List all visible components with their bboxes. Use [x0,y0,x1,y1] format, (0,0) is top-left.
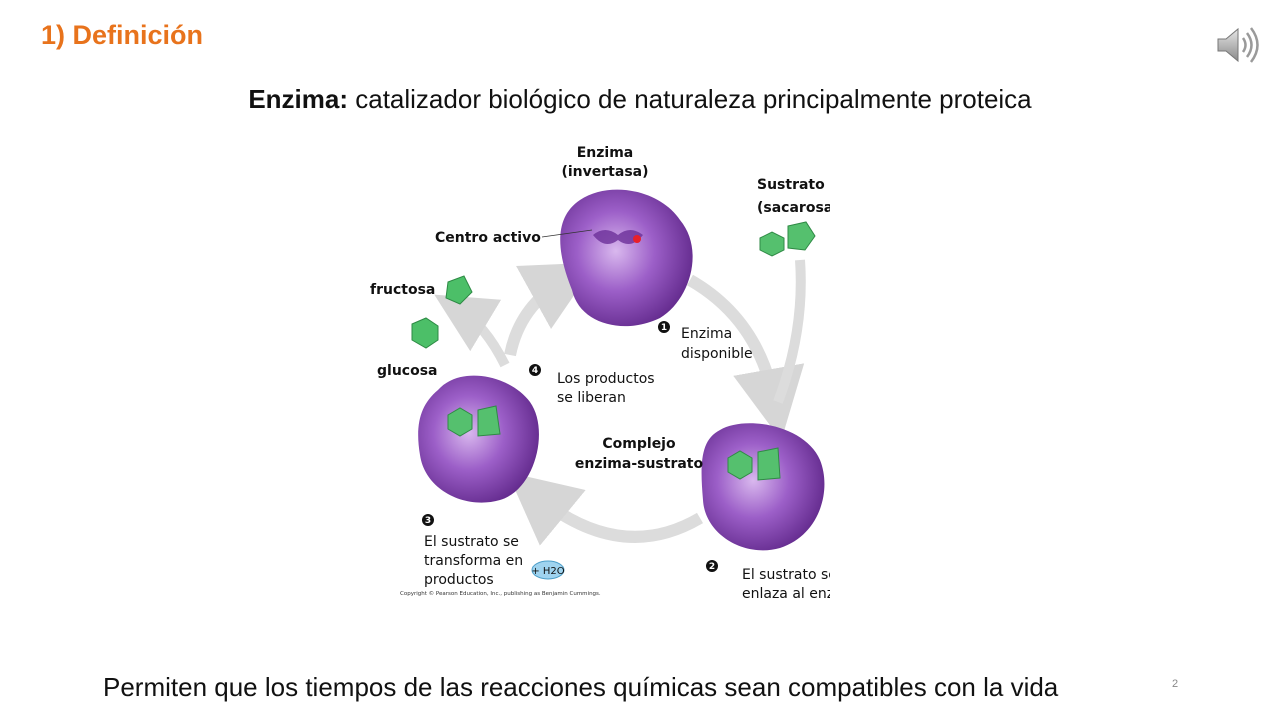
step3-text-1: El sustrato se [424,534,519,550]
enzyme-substrate-complex [701,423,825,551]
fructose-label: fructosa [370,282,435,298]
step4-text-1: Los productos [557,371,655,387]
active-site-label: Centro activo [435,230,541,246]
step2-number: 2 [709,562,715,572]
step3-number: 3 [425,516,431,526]
page-number: 2 [1172,678,1179,690]
definition: Enzima: catalizador biológico de natural… [0,84,1280,115]
arrow-substrate-down [773,259,806,404]
arrow-release-to-enzyme [504,262,597,357]
arrow-products-out [434,294,510,368]
step2-text-1: El sustrato se [742,567,830,583]
complex-label-2: enzima-sustrato [575,456,704,472]
definition-text: catalizador biológico de naturaleza prin… [348,84,1032,114]
step1-number: 1 [661,323,667,333]
enzyme-label-2: (invertasa) [561,164,648,180]
slide-title: 1) Definición [41,20,204,50]
footer-text: Permiten que los tiempos de las reaccion… [103,672,1059,702]
arrow-complex-to-products [507,472,704,546]
step1-text-1: Enzima [681,326,732,342]
enzyme-cycle-diagram: Enzima (invertasa) Centro activo Sustrat… [370,145,830,602]
step3-text-3: productos [424,572,494,588]
water-label: + H2O [531,566,564,577]
step4-text-2: se liberan [557,390,626,406]
substrate-label-1: Sustrato [757,177,825,193]
enzyme-free [541,189,693,327]
speaker-icon[interactable] [1214,22,1260,68]
fructose-shape [445,275,473,305]
arrow-enzyme-to-complex [686,274,805,441]
enzyme-products [418,375,539,503]
glucose-label: glucosa [377,363,437,379]
substrate-sucrose [759,221,816,257]
copyright: Copyright © Pearson Education, Inc., pub… [400,590,601,597]
step4-number: 4 [532,366,538,376]
substrate-label-2: (sacarosa) [757,200,830,216]
step1-text-2: disponible [681,346,753,362]
step2-text-2: enlaza al enzima [742,586,830,602]
enzyme-label-1: Enzima [577,145,634,161]
step3-text-2: transforma en [424,553,523,569]
complex-label-1: Complejo [602,436,676,452]
definition-term: Enzima: [248,84,349,114]
glucose-shape [411,317,439,349]
